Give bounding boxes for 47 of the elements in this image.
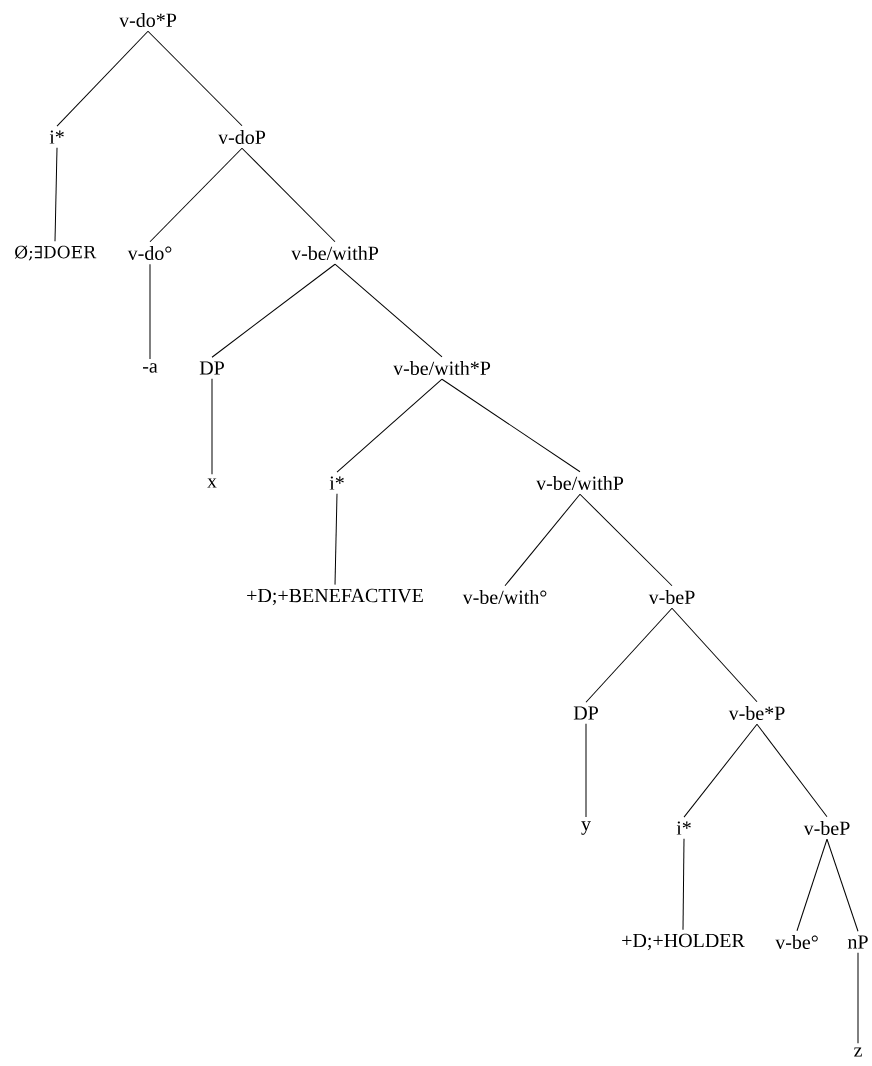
branch-line — [441, 378, 581, 473]
branch-line — [334, 493, 338, 586]
branch-line — [149, 263, 151, 360]
branch-line — [857, 952, 859, 1044]
branch-line — [241, 147, 336, 243]
tree-label: v-be/with° — [462, 589, 547, 604]
branch-line — [585, 607, 673, 703]
tree-label: v-be° — [775, 934, 818, 949]
branch-line — [334, 263, 443, 358]
tree-label: i* — [676, 821, 691, 835]
tree-label: DP — [199, 361, 224, 375]
branch-line — [54, 147, 58, 242]
branch-line — [149, 147, 243, 243]
branch-line — [683, 723, 758, 818]
branch-line — [147, 30, 243, 127]
tree-label: v-be/with*P — [393, 360, 491, 375]
tree-label: -a — [142, 363, 158, 373]
tree-label: nP — [847, 935, 868, 949]
tree-label: z — [854, 1047, 862, 1057]
branch-line — [56, 30, 149, 127]
tree-label: v-be*P — [728, 705, 785, 720]
tree-label: i* — [49, 130, 64, 144]
tree-label: v-doP — [218, 129, 266, 144]
tree-label: +D;+BENEFACTIVE — [247, 588, 423, 606]
tree-label: i* — [329, 476, 344, 490]
branch-line — [671, 607, 758, 703]
tree-label: v-be/withP — [291, 245, 379, 260]
branch-line — [211, 263, 336, 358]
branch-line — [504, 493, 581, 587]
branch-line — [579, 493, 673, 587]
tree-label: Ø;∃DOER — [15, 245, 97, 261]
branch-line — [796, 838, 828, 932]
branch-line — [211, 378, 213, 475]
tree-label: v-beP — [803, 820, 850, 835]
tree-label: x — [207, 478, 217, 488]
tree-label: y — [581, 821, 591, 835]
tree-label: v-do° — [127, 245, 172, 260]
branch-line — [585, 723, 587, 818]
tree-label: DP — [573, 706, 598, 720]
branch-line — [336, 378, 443, 473]
tree-label: v-do*P — [119, 12, 177, 27]
tree-label: v-be/withP — [536, 475, 624, 490]
branch-line — [826, 838, 859, 932]
branch-line — [682, 838, 685, 931]
branch-line — [756, 723, 828, 818]
tree-label: v-beP — [648, 589, 695, 604]
tree-label: +D;+HOLDER — [622, 933, 745, 951]
